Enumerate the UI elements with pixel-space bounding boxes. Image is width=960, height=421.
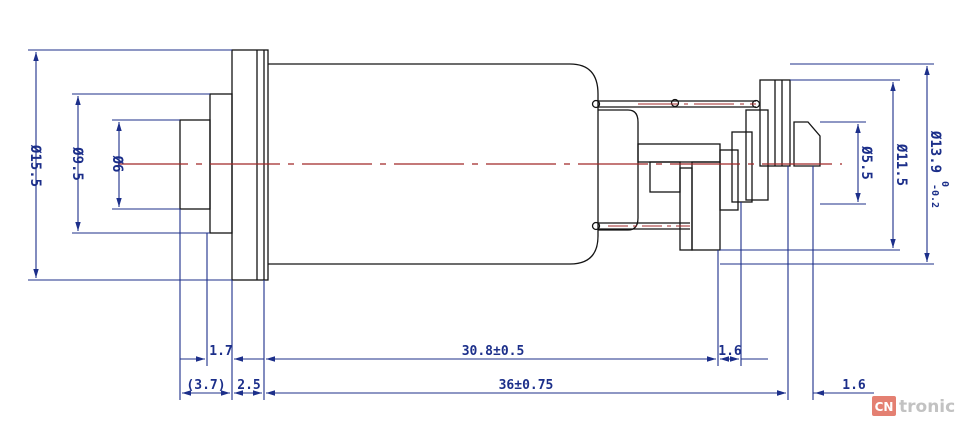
length-extension-lines xyxy=(179,166,814,400)
length-dim-lines xyxy=(180,356,874,396)
dim-d13-9-tol-upper: 0 xyxy=(939,181,950,187)
gear-plate-2 xyxy=(719,149,739,211)
motor-can xyxy=(268,63,599,265)
dim-len-1-7-label: 1.7 xyxy=(209,344,232,359)
dim-len-36-label: 36±0.75 xyxy=(499,378,554,393)
dim-d13-9-tol-lower: -0.2 xyxy=(929,184,940,208)
rear-shaft xyxy=(637,143,721,163)
rear-cap xyxy=(598,109,639,231)
dim-len-2-5-label: 2.5 xyxy=(237,378,260,393)
dim-len-1-6-top-label: 1.6 xyxy=(718,344,742,359)
dim-d11-5-label: Ø11.5 xyxy=(893,143,909,186)
dim-d15-5-label: Ø15.5 xyxy=(27,144,43,187)
front-flange xyxy=(231,49,269,281)
cntronic-logo: CN tronic xyxy=(872,396,955,417)
motor-outline xyxy=(179,49,821,281)
gear-plate-4 xyxy=(745,109,769,201)
logo-badge xyxy=(872,396,896,416)
dim-len-3-7-label: (3.7) xyxy=(186,378,225,393)
dim-len-30-8-label: 30.8±0.5 xyxy=(462,344,525,359)
dim-d13-9-label: Ø13.9 xyxy=(927,130,943,173)
gear-plate-3 xyxy=(731,131,753,203)
dim-d5-5-label: Ø5.5 xyxy=(858,145,874,180)
dim-d9-5-label: Ø9.5 xyxy=(69,146,85,181)
output-pinion xyxy=(793,121,821,167)
logo-text: tronic xyxy=(899,397,955,417)
logo-badge-text: CN xyxy=(875,400,894,414)
gear-plate-1 xyxy=(679,167,693,251)
diameter-dims-left xyxy=(28,49,232,281)
diameter-dims-right xyxy=(720,63,934,265)
dim-len-1-6-bottom-label: 1.6 xyxy=(842,378,866,393)
dim-d6-label: Ø6 xyxy=(109,155,125,173)
